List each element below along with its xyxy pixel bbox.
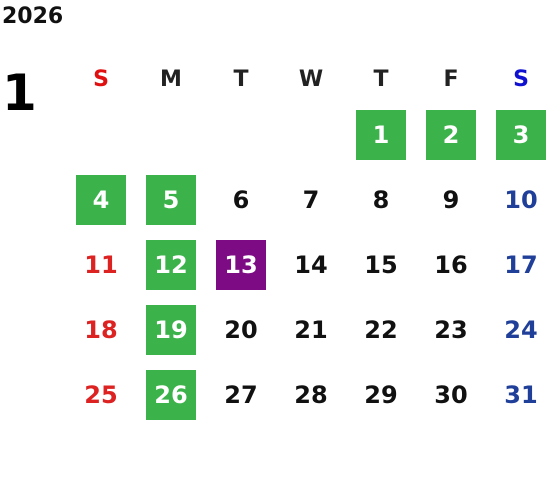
day-cell: 14 — [276, 232, 346, 297]
day-cell: 18 — [66, 297, 136, 362]
day-cell: 13 — [206, 232, 276, 297]
day-cell: 2 — [416, 102, 486, 167]
empty-cell — [276, 102, 346, 167]
day-number[interactable]: 23 — [434, 315, 468, 344]
day-cell: 17 — [486, 232, 548, 297]
day-number[interactable]: 16 — [434, 250, 468, 279]
day-number[interactable]: 31 — [504, 380, 538, 409]
day-cell: 12 — [136, 232, 206, 297]
day-today[interactable]: 13 — [216, 239, 266, 290]
day-cell: 22 — [346, 297, 416, 362]
day-number[interactable]: 7 — [302, 185, 320, 214]
day-number[interactable]: 17 — [504, 250, 538, 279]
empty-cell — [206, 102, 276, 167]
month-number: 1 — [2, 64, 37, 122]
day-number[interactable]: 11 — [84, 250, 118, 279]
year-label: 2026 — [2, 4, 64, 29]
day-number[interactable]: 6 — [232, 185, 250, 214]
day-number[interactable]: 8 — [372, 185, 390, 214]
day-holiday[interactable]: 26 — [146, 369, 196, 420]
day-number[interactable]: 30 — [434, 380, 468, 409]
weekday-header-thursday: T — [373, 67, 389, 92]
day-number[interactable]: 28 — [294, 380, 328, 409]
day-holiday[interactable]: 19 — [146, 304, 196, 355]
day-number[interactable]: 22 — [364, 315, 398, 344]
day-number[interactable]: 25 — [84, 380, 118, 409]
weekday-header-wednesday: W — [298, 67, 324, 92]
day-holiday[interactable]: 3 — [496, 109, 546, 160]
day-cell: 11 — [66, 232, 136, 297]
day-cell: 8 — [346, 167, 416, 232]
day-cell: 1 — [346, 102, 416, 167]
day-cell: 21 — [276, 297, 346, 362]
day-number[interactable]: 27 — [224, 380, 258, 409]
day-cell: 31 — [486, 362, 548, 427]
weekday-header-monday: M — [160, 67, 182, 92]
day-cell: 20 — [206, 297, 276, 362]
day-holiday[interactable]: 2 — [426, 109, 476, 160]
weekday-header-tuesday: T — [233, 67, 249, 92]
day-cell: 10 — [486, 167, 548, 232]
day-number[interactable]: 10 — [504, 185, 538, 214]
day-cell: 9 — [416, 167, 486, 232]
day-cell: 6 — [206, 167, 276, 232]
day-cell: 19 — [136, 297, 206, 362]
day-number[interactable]: 21 — [294, 315, 328, 344]
day-number[interactable]: 20 — [224, 315, 258, 344]
day-cell: 29 — [346, 362, 416, 427]
day-cell: 3 — [486, 102, 548, 167]
weekday-header-sunday: S — [93, 67, 109, 92]
day-cell: 25 — [66, 362, 136, 427]
empty-cell — [66, 102, 136, 167]
day-cell: 30 — [416, 362, 486, 427]
day-cell: 23 — [416, 297, 486, 362]
day-cell: 5 — [136, 167, 206, 232]
day-holiday[interactable]: 5 — [146, 174, 196, 225]
day-cell: 28 — [276, 362, 346, 427]
day-number[interactable]: 15 — [364, 250, 398, 279]
day-cell: 7 — [276, 167, 346, 232]
day-cell: 16 — [416, 232, 486, 297]
day-cell: 27 — [206, 362, 276, 427]
day-number[interactable]: 9 — [442, 185, 460, 214]
day-cell: 26 — [136, 362, 206, 427]
day-cell: 15 — [346, 232, 416, 297]
day-cell: 4 — [66, 167, 136, 232]
day-cell: 24 — [486, 297, 548, 362]
day-number[interactable]: 18 — [84, 315, 118, 344]
week-row: 25 26 27 28 29 30 31 — [66, 362, 548, 427]
day-holiday[interactable]: 12 — [146, 239, 196, 290]
empty-cell — [136, 102, 206, 167]
weekday-header-friday: F — [443, 67, 459, 92]
week-row: 18 19 20 21 22 23 24 — [66, 297, 548, 362]
day-number[interactable]: 29 — [364, 380, 398, 409]
weekday-header-saturday: S — [513, 67, 529, 92]
day-holiday[interactable]: 1 — [356, 109, 406, 160]
day-number[interactable]: 24 — [504, 315, 538, 344]
day-number[interactable]: 14 — [294, 250, 328, 279]
day-holiday[interactable]: 4 — [76, 174, 126, 225]
week-row: 11 12 13 14 15 16 17 — [66, 232, 548, 297]
